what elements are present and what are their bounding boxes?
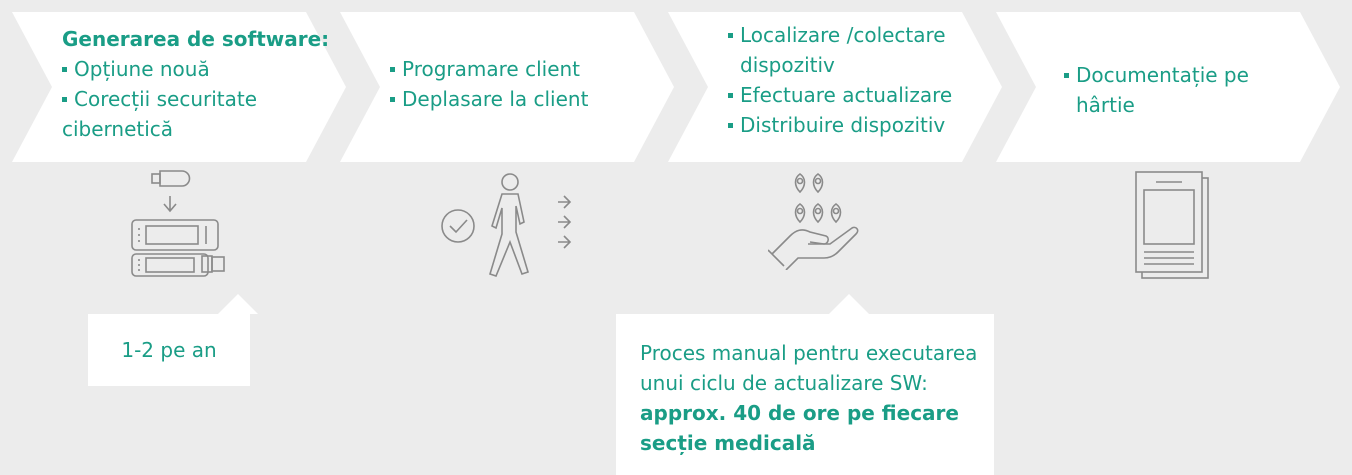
- list-item: Efectuare actualizare: [728, 80, 952, 110]
- list-item: Corecții securitate: [62, 84, 329, 114]
- step-2-text: Programare client Deplasare la client: [390, 54, 588, 114]
- step-4-list: Documentație pe hârtie: [1064, 60, 1249, 120]
- list-item: Localizare /colectare: [728, 20, 952, 50]
- list-item: Deplasare la client: [390, 84, 588, 114]
- chevron-step-2: [340, 12, 674, 162]
- step-1-list: Opțiune nouă Corecții securitate ciberne…: [62, 54, 329, 144]
- list-item-continuation: hârtie: [1076, 93, 1135, 117]
- frequency-callout: 1-2 pe an: [88, 294, 258, 386]
- callout-bold-line: secție medicală: [640, 431, 816, 455]
- list-item-continuation: cibernetică: [62, 117, 174, 141]
- step-3-text: Localizare /colectare dispozitiv Efectua…: [728, 20, 952, 140]
- callout-line: Proces manual pentru executarea: [640, 341, 978, 365]
- step-1-heading: Generarea de software:: [62, 27, 330, 51]
- step-1-text: Generarea de software: Opțiune nouă Core…: [62, 24, 329, 144]
- chevron-step-1: [12, 12, 346, 162]
- list-item: Distribuire dispozitiv: [728, 110, 952, 140]
- step-3-list: Localizare /colectare dispozitiv Efectua…: [728, 20, 952, 140]
- list-item: Programare client: [390, 54, 588, 84]
- paper-document-icon: [1135, 171, 1209, 279]
- walking-person-icon: [441, 173, 572, 277]
- list-item: Documentație pe: [1064, 60, 1249, 90]
- callout-bold-line: approx. 40 de ore pe fiecare: [640, 401, 959, 425]
- usb-update-device-icon: [131, 170, 225, 277]
- list-item-continuation: dispozitiv: [740, 53, 835, 77]
- check-circle-icon: [441, 209, 475, 243]
- chevron-step-4: [996, 12, 1340, 162]
- callout-line: unui ciclu de actualizare SW:: [640, 371, 928, 395]
- chevron-step-3: [668, 12, 1002, 162]
- step-2-list: Programare client Deplasare la client: [390, 54, 588, 114]
- hand-location-pins-icon: [768, 173, 859, 270]
- list-item: Opțiune nouă: [62, 54, 329, 84]
- process-chevrons: [12, 12, 1340, 162]
- manual-process-callout: Proces manual pentru executarea unui cic…: [616, 294, 994, 475]
- frequency-text: 1-2 pe an: [121, 338, 217, 362]
- step-4-text: Documentație pe hârtie: [1064, 60, 1249, 120]
